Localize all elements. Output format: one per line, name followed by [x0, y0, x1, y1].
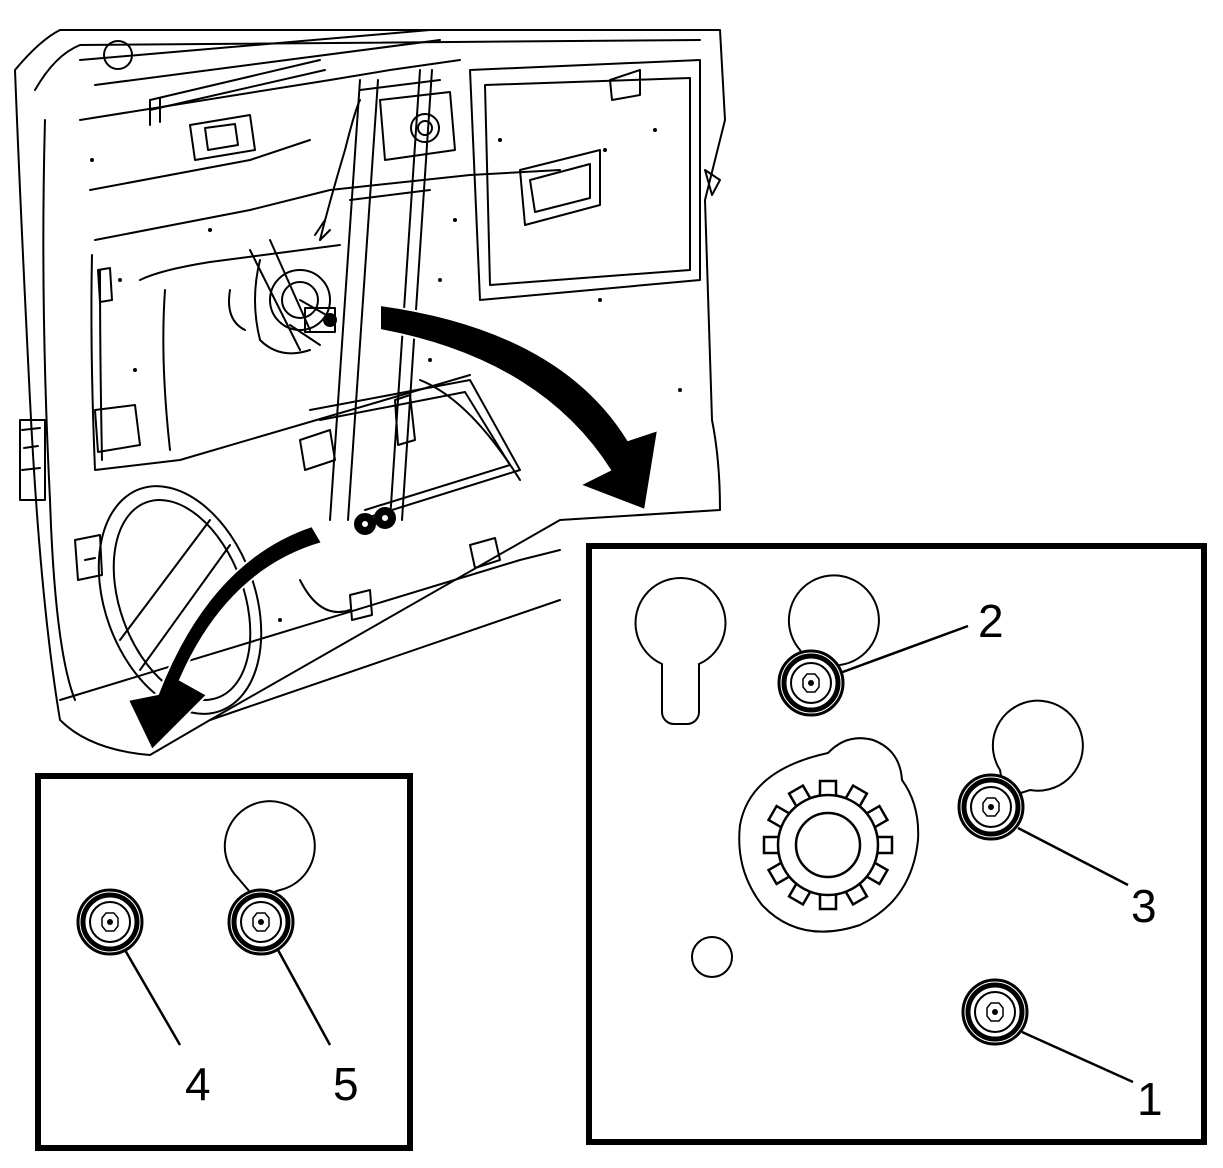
detail-box-left: 4 5: [35, 773, 413, 1151]
leader-line: [123, 949, 182, 1046]
keyhole-slot: [223, 800, 316, 900]
callout-2: 2: [978, 595, 1004, 647]
torx-bolt-icon: [959, 775, 1023, 839]
callout-5: 5: [333, 1058, 359, 1110]
keyhole-slot: [991, 699, 1084, 800]
torx-bolt-icon: [78, 890, 142, 954]
leader-line: [839, 624, 969, 675]
torx-bolt-icon: [779, 651, 843, 715]
gear-icon: [762, 779, 894, 911]
callout-4: 4: [185, 1058, 211, 1110]
detail-box-right: 2 3 1: [586, 543, 1207, 1145]
leader-line: [1017, 826, 1129, 887]
leader-line: [276, 949, 332, 1046]
callout-3: 3: [1131, 880, 1157, 932]
torx-bolt-icon: [229, 890, 293, 954]
keyhole-slot: [634, 576, 727, 725]
small-hole: [691, 936, 733, 978]
leader-line: [1021, 1030, 1134, 1084]
door-panel-illustration: [14, 29, 726, 756]
arrow-to-detail-right: [379, 303, 660, 512]
torx-bolt-icon: [963, 980, 1027, 1044]
arrow-to-detail-left: [126, 524, 324, 752]
callout-1: 1: [1137, 1073, 1163, 1125]
